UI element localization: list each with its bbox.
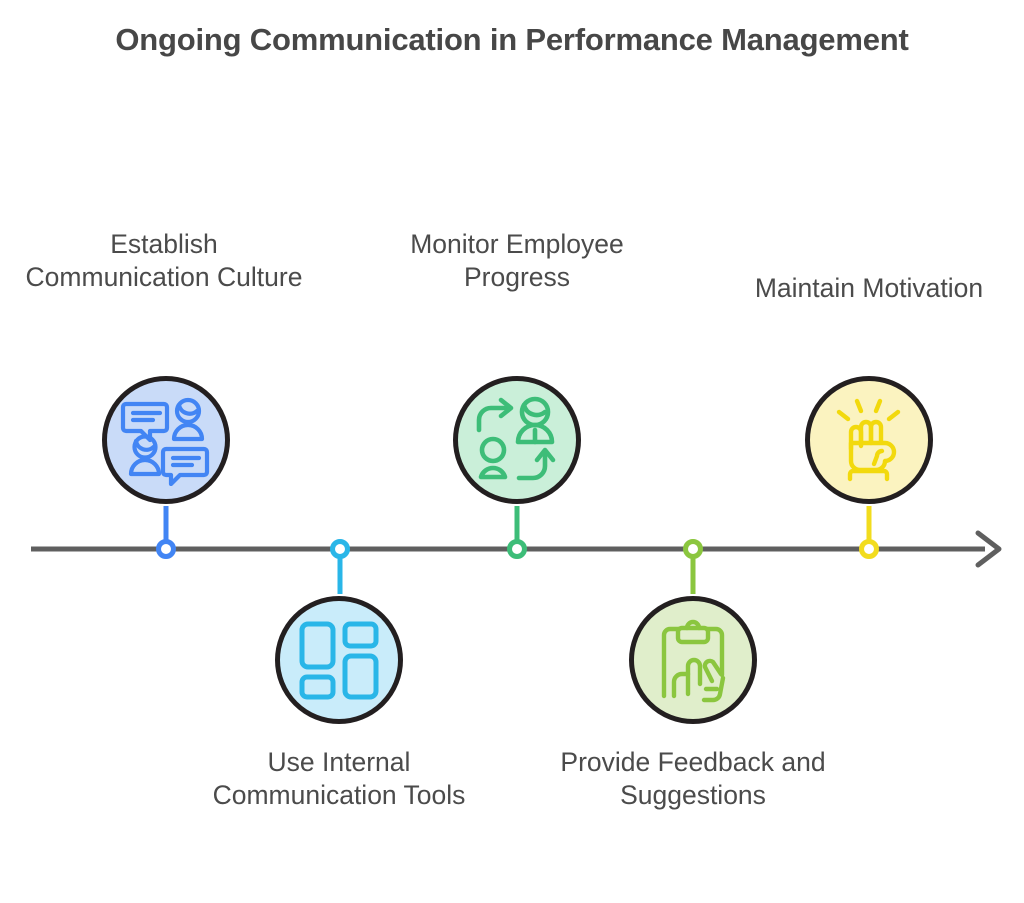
dashboard-layout-icon xyxy=(299,621,379,700)
timeline-node-label: Use Internal Communication Tools xyxy=(212,747,466,810)
timeline-node-circle[interactable] xyxy=(805,376,933,504)
timeline-node-circle[interactable] xyxy=(275,596,403,724)
timeline-node-label: Monitor Employee Progress xyxy=(410,229,624,292)
right-arrow-icon xyxy=(975,530,1002,568)
timeline-node-circle[interactable] xyxy=(453,376,581,504)
raised-fist-motivation-icon xyxy=(836,398,901,482)
timeline-node-circle[interactable] xyxy=(102,376,230,504)
timeline-dot[interactable] xyxy=(683,539,703,559)
timeline-node-label: Maintain Motivation xyxy=(754,273,984,303)
timeline-dot[interactable] xyxy=(156,539,176,559)
timeline-dot[interactable] xyxy=(330,539,350,559)
timeline-dot[interactable] xyxy=(859,539,879,559)
page-title: Ongoing Communication in Performance Man… xyxy=(115,22,909,57)
clipboard-hand-feedback-icon xyxy=(661,619,726,703)
timeline-node-circle[interactable] xyxy=(629,596,757,724)
speech-bubbles-people-icon xyxy=(120,397,210,486)
people-progress-arrows-icon xyxy=(476,396,556,481)
timeline-node-label: Provide Feedback and Suggestions xyxy=(560,747,826,810)
timeline-dot[interactable] xyxy=(507,539,527,559)
timeline-node-label: Establish Communication Culture xyxy=(25,229,303,292)
